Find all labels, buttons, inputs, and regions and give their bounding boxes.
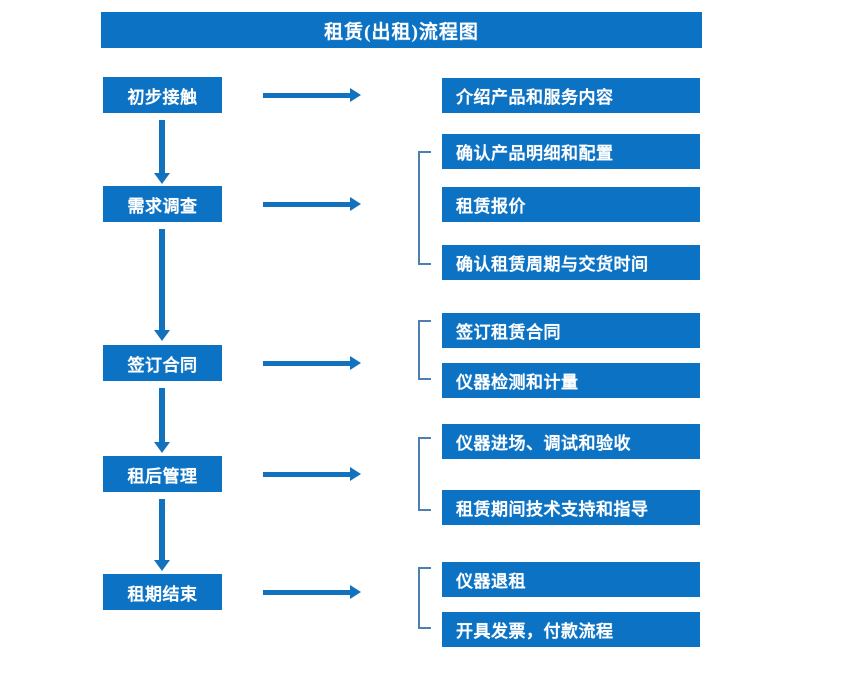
stage-label: 租期结束 [127,584,198,604]
flow-arrow-right-icon [263,356,361,370]
flow-arrow-down-icon [154,499,170,571]
flow-arrow-right-icon [263,467,361,481]
stage-label: 签订合同 [127,355,198,375]
flow-arrow-right-icon [263,197,361,211]
group-bracket-demand-survey [418,151,431,265]
task-box-introduce-products[interactable]: 介绍产品和服务内容 [442,78,700,113]
stage-box-post-rental-management[interactable]: 租后管理 [103,456,222,492]
task-box-rental-quotation[interactable]: 租赁报价 [442,187,700,222]
page-title: 租赁(出租)流程图 [101,12,702,48]
flow-arrow-right-icon [263,88,361,102]
flow-arrow-down-icon [154,229,170,341]
group-bracket-lease-end [418,567,431,629]
task-label: 仪器进场、调试和验收 [456,434,631,453]
task-label: 确认租赁周期与交货时间 [456,255,649,274]
group-bracket-sign-contract [418,320,431,380]
task-box-confirm-lease-period[interactable]: 确认租赁周期与交货时间 [442,245,700,280]
task-box-technical-support[interactable]: 租赁期间技术支持和指导 [442,490,700,525]
group-bracket-post-rental [418,437,431,511]
stage-box-sign-contract[interactable]: 签订合同 [103,345,222,381]
task-box-instrument-return[interactable]: 仪器退租 [442,562,700,597]
task-box-sign-lease-contract[interactable]: 签订租赁合同 [442,313,700,348]
task-label: 开具发票，付款流程 [456,622,614,641]
task-label: 介绍产品和服务内容 [456,88,614,107]
stage-box-initial-contact[interactable]: 初步接触 [103,77,222,113]
task-label: 租赁报价 [456,197,526,216]
task-label: 确认产品明细和配置 [456,144,614,163]
stage-box-lease-end[interactable]: 租期结束 [103,574,222,610]
task-label: 签订租赁合同 [456,323,561,342]
task-box-confirm-product-details[interactable]: 确认产品明细和配置 [442,134,700,169]
task-label: 租赁期间技术支持和指导 [456,500,649,519]
flow-arrow-down-icon [154,388,170,453]
task-box-instrument-onsite-commissioning[interactable]: 仪器进场、调试和验收 [442,424,700,459]
stage-label: 需求调查 [127,196,198,216]
flow-arrow-right-icon [263,585,361,599]
task-label: 仪器退租 [456,572,526,591]
task-box-instrument-inspection[interactable]: 仪器检测和计量 [442,363,700,398]
stage-label: 初步接触 [127,87,198,107]
flow-arrow-down-icon [154,120,170,184]
stage-label: 租后管理 [127,466,198,486]
task-box-invoice-payment[interactable]: 开具发票，付款流程 [442,612,700,647]
task-label: 仪器检测和计量 [456,373,579,392]
stage-box-demand-survey[interactable]: 需求调查 [103,186,222,222]
